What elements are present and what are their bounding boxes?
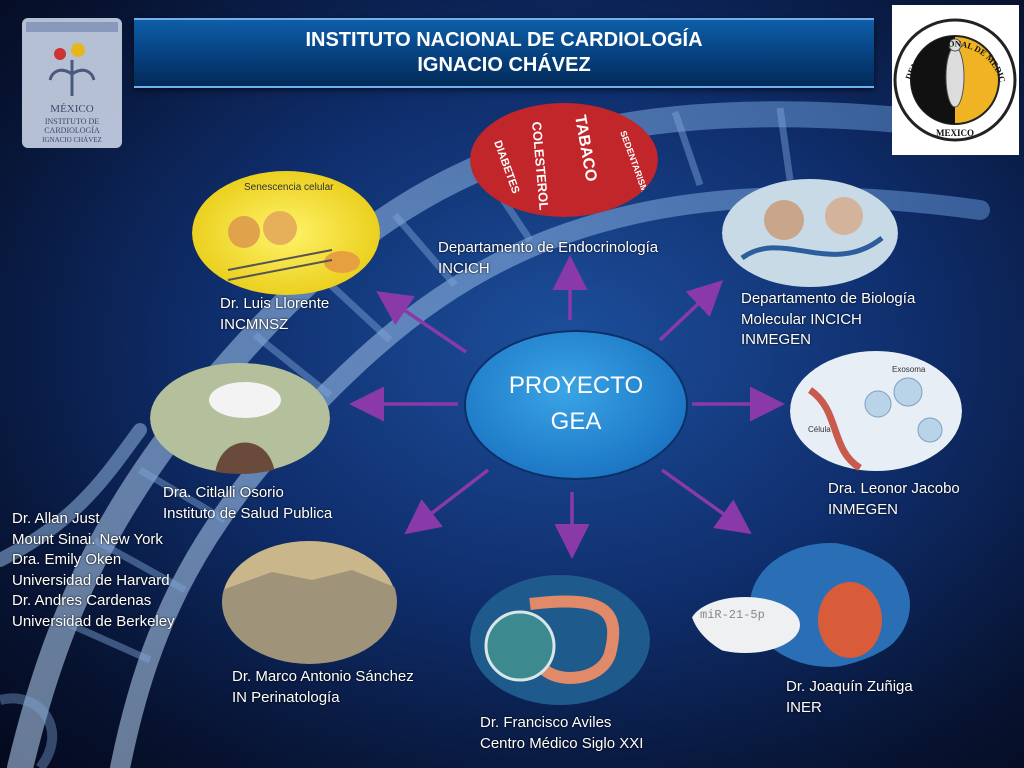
label-endocrinologia: Departamento de Endocrinología INCICH	[438, 239, 659, 277]
label-zuniga: Dr. Joaquín Zuñiga INER	[786, 678, 913, 716]
svg-text:Exosoma: Exosoma	[892, 365, 926, 374]
page-title-line2: IGNACIO CHÁVEZ	[417, 54, 591, 76]
hub-line1: PROYECTO	[508, 372, 644, 399]
heart-lung-image: miR-21-5p	[690, 543, 910, 667]
academia-logo: ACADEMIA NACIONAL DE MEDICINA MEXICO	[892, 5, 1019, 155]
exosome-image: Exosoma Célula	[790, 351, 962, 471]
label-jacobo: Dra. Leonor Jacobo INMEGEN	[828, 480, 960, 518]
svg-text:Senescencia celular: Senescencia celular	[244, 182, 334, 193]
label-biologia-molecular: Departamento de Biología Molecular INCIC…	[741, 290, 916, 348]
pollution-image	[150, 363, 330, 474]
svg-text:IGNACIO CHÁVEZ: IGNACIO CHÁVEZ	[42, 136, 102, 144]
smog-city-image	[222, 541, 397, 664]
label-aviles: Dr. Francisco Aviles Centro Médico Siglo…	[480, 714, 644, 752]
institute-logo: MÉXICO INSTITUTO DE CARDIOLOGÍA IGNACIO …	[22, 18, 122, 148]
label-osorio: Dra. Citlalli Osorio Instituto de Salud …	[163, 484, 333, 522]
title-bar: INSTITUTO NACIONAL DE CARDIOLOGÍA IGNACI…	[134, 18, 874, 88]
page-title-line1: INSTITUTO NACIONAL DE CARDIOLOGÍA	[305, 29, 703, 51]
logo-left-text: MÉXICO	[50, 103, 93, 115]
senescence-image: Senescencia celular	[192, 171, 380, 295]
label-international-collaborators: Dr. Allan Just Mount Sinai. New York Dra…	[12, 510, 175, 630]
svg-text:Célula: Célula	[808, 425, 831, 434]
label-llorente: Dr. Luis Llorente INCMNSZ	[220, 295, 330, 333]
svg-text:INSTITUTO DE: INSTITUTO DE	[45, 117, 99, 126]
svg-text:CARDIOLOGÍA: CARDIOLOGÍA	[44, 125, 100, 135]
risk-factors-image: DIABETES COLESTEROL TABACO SEDENTARISMO	[470, 103, 658, 217]
scientists-image	[722, 179, 898, 287]
svg-text:miR-21-5p: miR-21-5p	[700, 608, 765, 622]
hub-line2: GEA	[550, 408, 602, 435]
intestine-image	[470, 575, 650, 705]
center-hub-proyecto-gea: PROYECTO GEA	[464, 330, 688, 480]
svg-text:MEXICO: MEXICO	[936, 128, 974, 138]
label-sanchez: Dr. Marco Antonio Sánchez IN Perinatolog…	[232, 668, 414, 706]
